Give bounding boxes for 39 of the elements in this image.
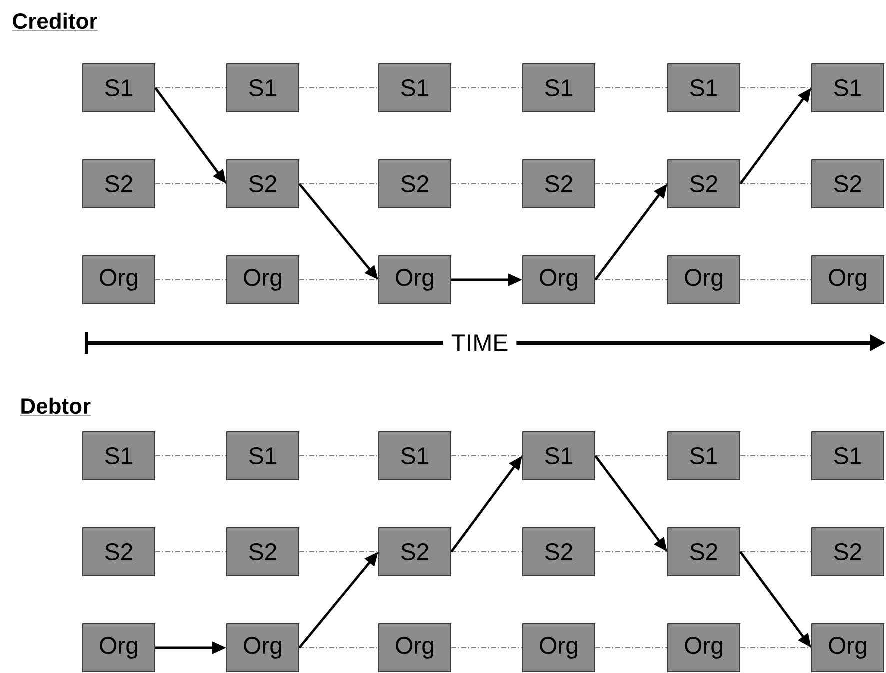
state-box: Org: [82, 624, 156, 672]
state-box: S1: [522, 432, 596, 480]
state-box: Org: [226, 624, 300, 672]
state-box: Org: [522, 256, 596, 304]
state-box: Org: [378, 624, 452, 672]
state-box: S1: [82, 64, 156, 112]
state-box: S2: [522, 160, 596, 208]
state-box: Org: [668, 256, 740, 304]
state-box: S2: [812, 160, 884, 208]
state-box: S2: [226, 528, 300, 576]
state-box: S2: [812, 528, 884, 576]
state-box: S2: [668, 528, 740, 576]
state-box: S1: [668, 64, 740, 112]
state-box: S1: [522, 64, 596, 112]
state-box: Org: [378, 256, 452, 304]
state-box: S2: [82, 160, 156, 208]
state-box: Org: [668, 624, 740, 672]
state-box: S2: [226, 160, 300, 208]
state-box: Org: [812, 624, 884, 672]
state-box: S1: [812, 432, 884, 480]
state-box: S1: [812, 64, 884, 112]
state-box: S1: [378, 64, 452, 112]
state-box: S1: [226, 64, 300, 112]
state-box: S1: [378, 432, 452, 480]
state-box: Org: [226, 256, 300, 304]
state-box: S2: [668, 160, 740, 208]
state-box: S2: [522, 528, 596, 576]
state-box: Org: [522, 624, 596, 672]
state-box: Org: [82, 256, 156, 304]
state-box: S1: [82, 432, 156, 480]
state-box: S2: [378, 160, 452, 208]
state-box: Org: [812, 256, 884, 304]
state-box: S2: [378, 528, 452, 576]
axis-label: TIME: [443, 332, 517, 354]
state-box: S1: [668, 432, 740, 480]
state-box: S2: [82, 528, 156, 576]
section-heading: Debtor: [20, 398, 92, 416]
section-heading: Creditor: [12, 12, 98, 31]
state-box: S1: [226, 432, 300, 480]
